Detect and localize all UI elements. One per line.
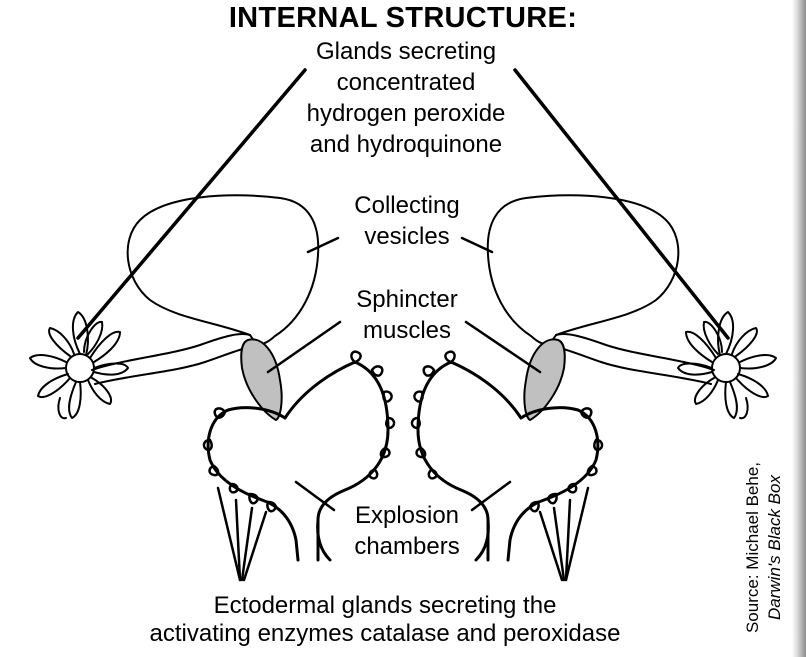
glands-label: Glands secreting concentrated hydrogen p… [246,36,566,160]
explosion-label-line: Explosion [322,500,492,531]
source-author: Source: Michael Behe, [742,440,764,655]
left-collecting-vesicle [128,195,319,343]
source-book-title: Darwin's Black Box [764,440,786,655]
collecting-label-line: vesicles [322,221,492,252]
explosion-chambers-label: Explosion chambers [322,500,492,562]
ectodermal-label-line: activating enzymes catalase and peroxida… [40,620,730,648]
glands-label-line: and hydroquinone [246,129,566,160]
sphincter-muscles-label: Sphincter muscles [322,284,492,346]
glands-label-line: Glands secreting [246,36,566,67]
source-credit: Source: Michael Behe, Darwin's Black Box [742,440,802,655]
right-collecting-vesicle [488,195,679,343]
collecting-label-line: Collecting [322,190,492,221]
left-ectodermal-gland-lines [218,488,266,580]
ectodermal-label-line: Ectodermal glands secreting the [40,592,730,620]
left-duct [92,334,250,370]
glands-label-line: concentrated [246,67,566,98]
sphincter-label-line: muscles [322,315,492,346]
right-ectodermal-gland-lines [540,488,588,580]
glands-label-line: hydrogen peroxide [246,98,566,129]
sphincter-label-line: Sphincter [322,284,492,315]
explosion-label-line: chambers [322,531,492,562]
collecting-vesicles-label: Collecting vesicles [322,190,492,252]
ectodermal-glands-label: Ectodermal glands secreting the activati… [40,592,730,648]
right-duct [556,334,714,370]
